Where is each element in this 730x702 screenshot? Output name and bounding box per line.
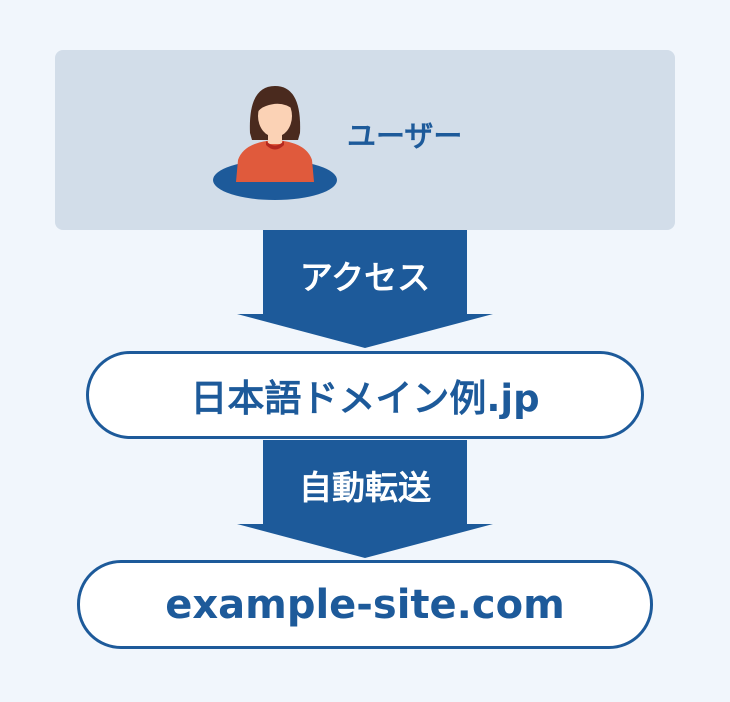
redirect-arrow-label: 自動転送 <box>299 468 431 507</box>
access-arrow <box>237 230 493 348</box>
source-domain-text: 日本語ドメイン例.jp <box>190 377 540 420</box>
user-label: ユーザー <box>347 119 463 153</box>
avatar-hair-front <box>256 92 294 114</box>
person-icon <box>213 86 337 200</box>
user-panel <box>55 50 675 230</box>
source-domain-box: 日本語ドメイン例.jp <box>86 351 644 439</box>
access-arrow-label: アクセス <box>299 258 431 297</box>
redirect-arrow <box>237 440 493 558</box>
target-domain-box: example-site.com <box>77 560 653 649</box>
avatar-collar <box>266 141 284 150</box>
target-domain-text: example-site.com <box>165 581 565 628</box>
avatar-shirt <box>236 140 314 182</box>
